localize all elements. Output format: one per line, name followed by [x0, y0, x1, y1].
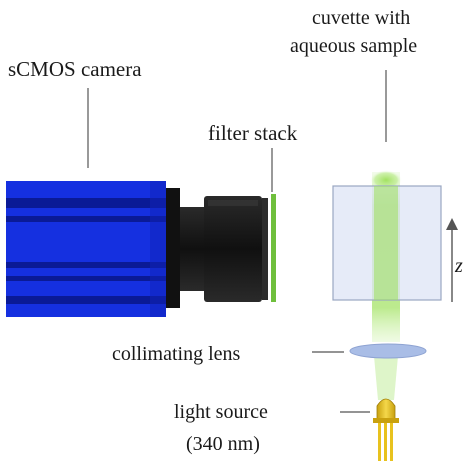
axis-label: z: [454, 255, 463, 277]
collimating-lens-icon: [349, 343, 427, 359]
axis-arrow-icon: [446, 218, 458, 302]
lens-barrel-icon: [166, 188, 268, 308]
cuvette-label-line2: aqueous sample: [290, 35, 417, 57]
camera-stripe: [6, 296, 166, 304]
filter-label: filter stack: [208, 121, 298, 145]
lens-label: collimating lens: [112, 343, 241, 365]
camera-stripe: [6, 262, 166, 268]
source-label-line1: light source: [174, 401, 268, 423]
camera-icon: [6, 181, 166, 317]
led-icon: [373, 398, 399, 461]
camera-stripe: [6, 198, 166, 208]
camera-label: sCMOS camera: [8, 57, 142, 81]
cuvette-label-line1: cuvette with: [312, 7, 410, 29]
source-label-line2: (340 nm): [186, 433, 260, 455]
filter-icon: [271, 194, 276, 302]
camera-stripe: [6, 276, 166, 281]
camera-stripe: [6, 216, 166, 222]
